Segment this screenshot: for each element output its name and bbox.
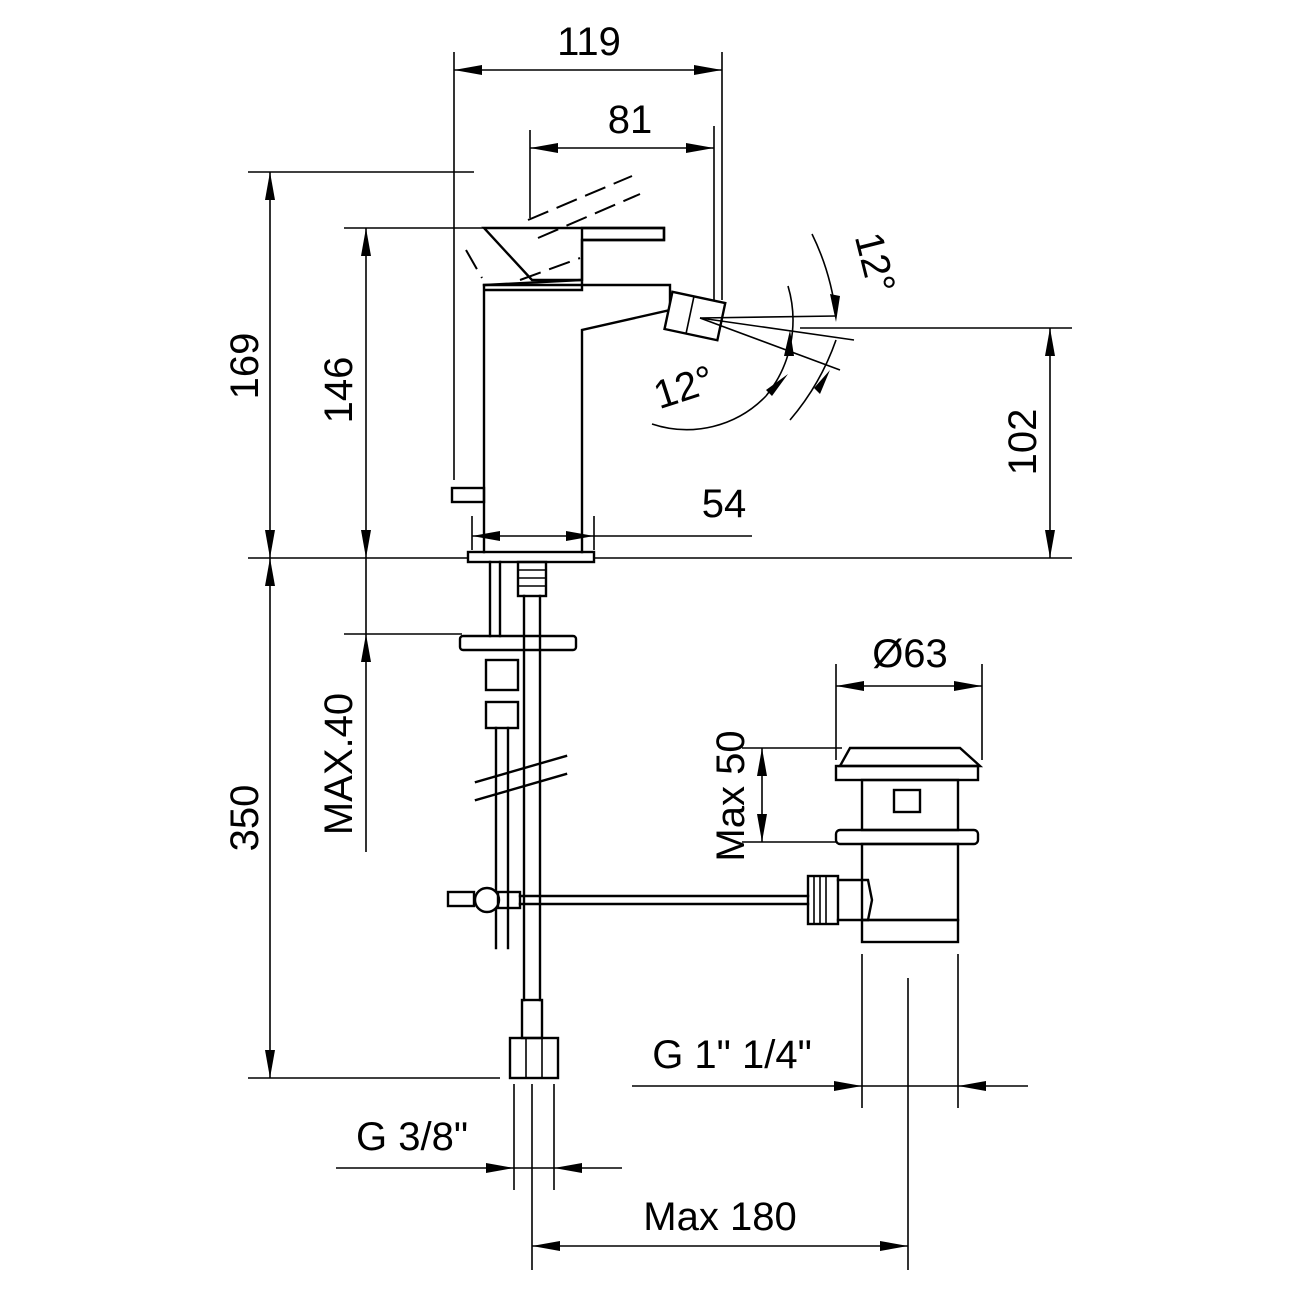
waste-cap [837, 746, 984, 768]
waste-body-upper [860, 778, 960, 832]
waste-thread [860, 918, 960, 944]
dim-label-81: 81 [608, 98, 653, 142]
base-plate [466, 550, 596, 564]
dim-label-max-180: Max 180 [643, 1195, 796, 1239]
dim-label-102: 102 [1001, 409, 1045, 476]
lever-handle [481, 226, 666, 282]
hose-end [520, 998, 544, 1040]
popup-knob [450, 486, 486, 504]
dim-label-max-40: MAX.40 [317, 693, 361, 835]
fixing-washer [458, 634, 578, 652]
dim-label-thread-supply: G 3/8" [356, 1115, 468, 1159]
angle-arc-right [789, 339, 837, 421]
angle-label-lower: 12° [648, 357, 719, 418]
dimension-labels: 119 81 169 146 102 54 12° 12° 350 MAX.40… [223, 20, 1045, 1239]
break-mark-2 [474, 772, 568, 802]
rod-clamp-left [446, 890, 476, 908]
lever-raised-dash-2 [537, 193, 641, 239]
waste-nut [834, 828, 980, 846]
waste-flange [834, 764, 980, 782]
lever-raised-dash-3 [465, 249, 483, 279]
waste-body-lower [860, 842, 960, 922]
lever-raised-dash-4 [519, 257, 581, 281]
dim-label-54: 54 [702, 482, 747, 526]
hose-nut [508, 1036, 560, 1080]
dim-label-146: 146 [317, 357, 361, 424]
lock-nut-upper [484, 658, 520, 692]
spray-line-3 [699, 315, 837, 319]
bidet-nozzle [663, 290, 727, 342]
dim-label-diameter-63: Ø63 [872, 632, 948, 676]
spout-outline [482, 283, 672, 554]
lever-raised-dash-1 [527, 175, 633, 221]
lock-nut-lower [484, 700, 520, 730]
waste-window [892, 788, 922, 814]
dim-label-max-50: Max 50 [709, 730, 753, 861]
dim-label-119: 119 [557, 20, 621, 64]
under-counter-assembly [446, 560, 810, 1080]
waste-connector [806, 874, 840, 926]
spray-line-1 [699, 317, 855, 341]
dim-label-thread-waste: G 1" 1/4" [652, 1033, 812, 1077]
dimension-lines [248, 52, 1072, 1270]
popup-waste [806, 746, 984, 944]
spray-line-2 [699, 317, 841, 371]
dim-label-169: 169 [223, 333, 267, 400]
break-mark-1 [474, 754, 568, 784]
angle-label-upper: 12° [846, 228, 903, 297]
rod-clamp-screw [473, 886, 501, 914]
hose-connector [516, 560, 548, 598]
rod-clamp-right [496, 890, 522, 910]
dim-label-350: 350 [223, 785, 267, 852]
